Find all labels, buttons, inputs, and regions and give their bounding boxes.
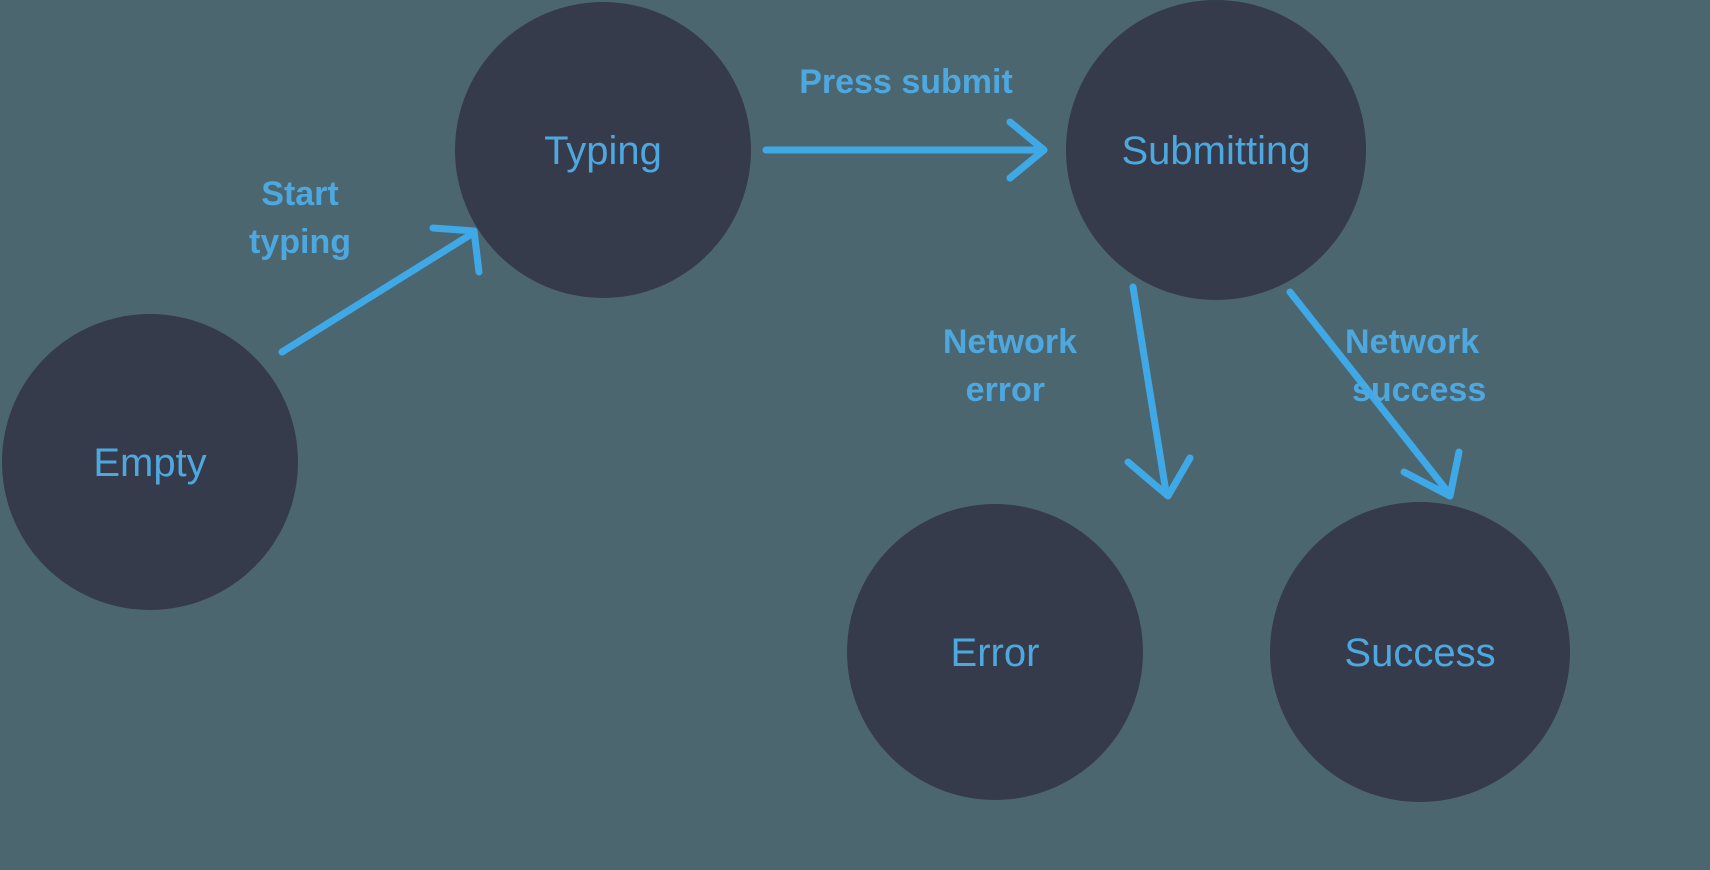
edge-label-submitting-to-success-line1: Network (1345, 323, 1479, 361)
edge-empty-to-typing-arrowhead (429, 224, 483, 276)
edge-submitting-to-success-line (1286, 288, 1452, 496)
node-empty-label: Empty (93, 441, 206, 485)
edge-label-empty-to-typing: Start typing (249, 175, 351, 261)
node-typing[interactable]: Typing (455, 2, 751, 298)
edge-label-submitting-to-success-line2: success (1352, 371, 1486, 409)
node-submitting[interactable]: Submitting (1066, 0, 1366, 300)
node-error-label: Error (951, 631, 1040, 675)
edge-label-empty-to-typing-line2: typing (249, 223, 351, 261)
node-typing-label: Typing (544, 129, 662, 173)
node-success[interactable]: Success (1270, 502, 1570, 802)
edge-typing-to-submitting (762, 118, 1048, 182)
edge-submitting-to-error (1124, 283, 1194, 500)
node-empty-circle[interactable] (2, 314, 298, 610)
edge-submitting-to-success-arrowhead (1400, 448, 1463, 500)
edge-label-typing-to-submitting: Press submit (799, 63, 1013, 101)
edge-typing-to-submitting-arrowhead (1006, 118, 1048, 182)
node-empty[interactable]: Empty (2, 314, 298, 610)
node-submitting-label: Submitting (1122, 129, 1311, 173)
edge-label-empty-to-typing-line1: Start (261, 175, 338, 213)
node-error[interactable]: Error (847, 504, 1143, 800)
edge-empty-to-typing (278, 224, 483, 356)
node-typing-circle[interactable] (455, 2, 751, 298)
edge-submitting-to-error-arrowhead (1124, 454, 1194, 500)
edge-label-typing-to-submitting-line1: Press submit (799, 63, 1013, 101)
edge-label-submitting-to-error-line1: Network (943, 323, 1077, 361)
edge-label-submitting-to-error: Network error (943, 323, 1077, 409)
edge-submitting-to-error-line (1129, 283, 1170, 496)
node-success-circle[interactable] (1270, 502, 1570, 802)
node-success-label: Success (1344, 631, 1495, 675)
edge-submitting-to-success (1286, 288, 1463, 500)
node-error-circle[interactable] (847, 504, 1143, 800)
edge-empty-to-typing-line (278, 231, 474, 356)
node-submitting-circle[interactable] (1066, 0, 1366, 300)
edge-label-submitting-to-success: Network success (1345, 323, 1486, 409)
edge-label-submitting-to-error-line2: error (966, 371, 1045, 409)
